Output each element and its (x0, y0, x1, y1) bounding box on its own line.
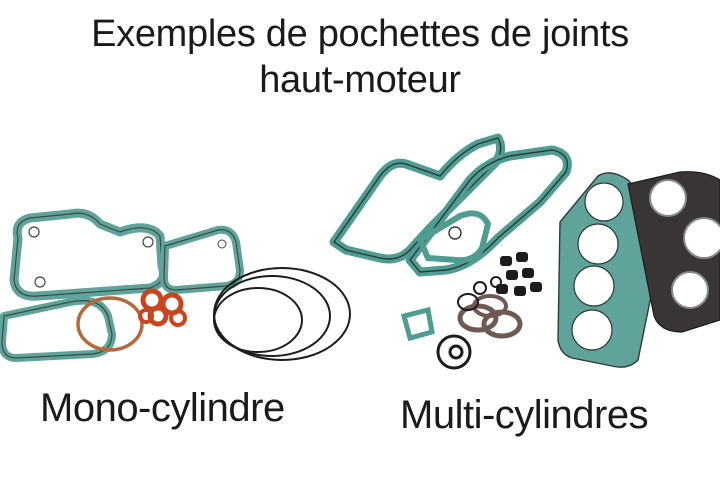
title-line-1: Exemples de pochettes de joints (91, 13, 629, 55)
o-rings (213, 267, 351, 361)
cylinder-head-gasket-dark (627, 171, 720, 333)
metal-rings (457, 276, 523, 339)
title-line-2: haut-moteur (259, 59, 461, 101)
caption-multi-cylinder: Multi-cylindres (400, 393, 649, 437)
valve-stem-seals (496, 252, 542, 296)
gasket-kits-photo (0, 133, 720, 370)
copper-ring (76, 296, 144, 352)
head-gasket (0, 296, 116, 362)
caption-mono-cylinder: Mono-cylindre (40, 386, 285, 430)
small-seals (138, 288, 187, 327)
exhaust-gasket (160, 225, 244, 294)
mono-cylinder-kit (0, 208, 351, 362)
valve-cover-gasket-2 (405, 145, 572, 277)
cylinder-base-gasket (9, 208, 168, 301)
multi-cylinder-kit (329, 133, 720, 370)
